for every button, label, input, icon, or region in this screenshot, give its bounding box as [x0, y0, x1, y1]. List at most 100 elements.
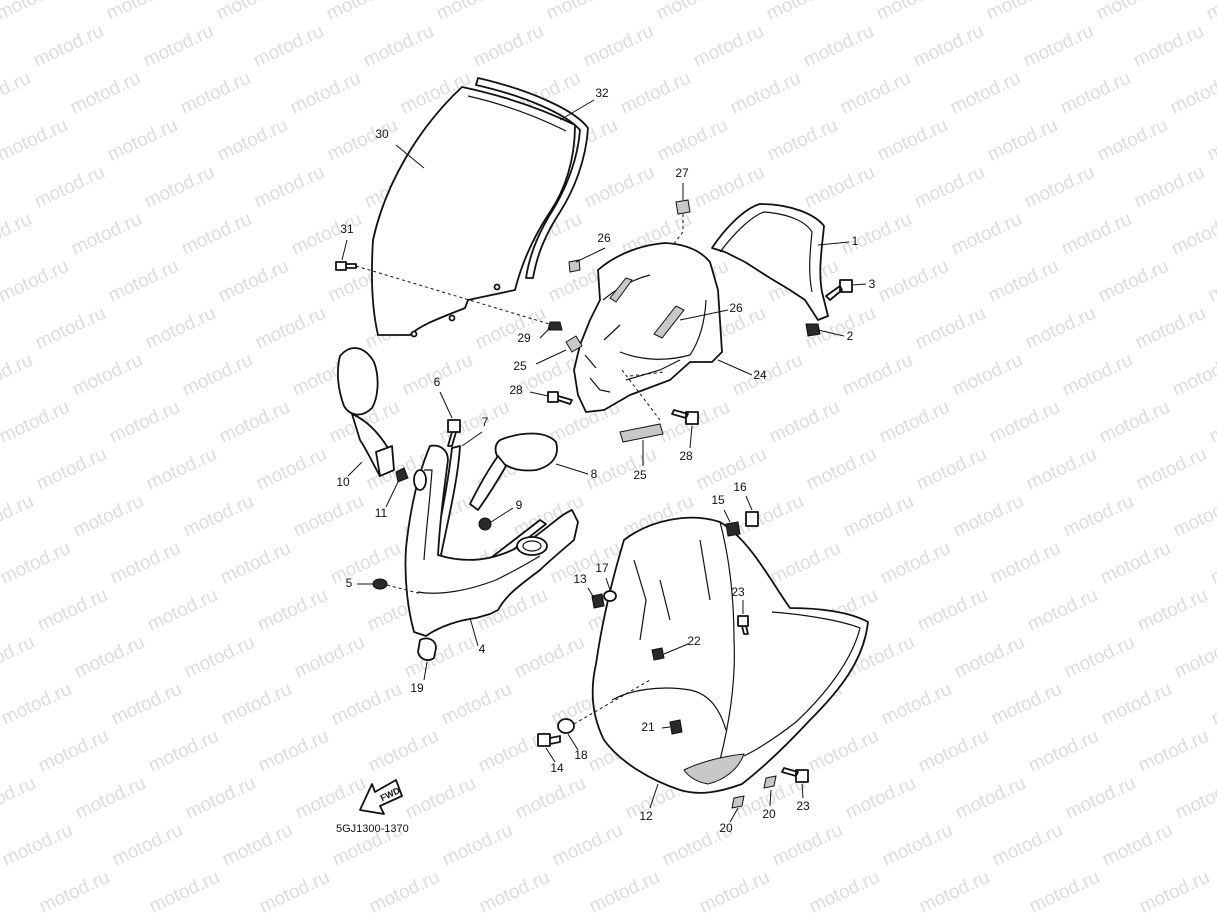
watermark-text: motod.ru — [1094, 115, 1171, 166]
watermark-text: motod.ru — [1059, 350, 1136, 401]
callout-leader-line — [539, 327, 551, 339]
watermark-text: motod.ru — [950, 491, 1027, 542]
watermark-text: motod.ru — [1025, 726, 1102, 777]
watermark-text: motod.ru — [693, 444, 770, 495]
callout-label-c1: 1 — [852, 234, 859, 248]
callout-leader-line — [851, 283, 867, 286]
watermark-text: motod.ru — [103, 0, 180, 25]
watermark-text: motod.ru — [291, 632, 368, 683]
watermark-text: motod.ru — [0, 585, 1, 636]
watermark-text: motod.ru — [217, 538, 294, 589]
watermark-text: motod.ru — [983, 0, 1060, 25]
callout-leader-line — [745, 495, 753, 511]
watermark-text: motod.ru — [366, 867, 443, 913]
sponge-dashed-line — [621, 369, 665, 421]
callout-label-c23b: 23 — [796, 799, 810, 813]
clip-21-part — [669, 719, 683, 735]
callout-label-c7: 7 — [482, 415, 489, 429]
fwd-arrow-icon — [359, 779, 403, 815]
grommet-5-part — [372, 578, 388, 590]
callout-leader-line — [729, 807, 739, 823]
front-cowling-edge-line — [417, 555, 541, 594]
callout-leader-line — [385, 481, 399, 508]
watermark-text: motod.ru — [254, 585, 331, 636]
watermark-text: motod.ru — [476, 867, 553, 913]
lower-cowling-frame-line — [633, 539, 711, 641]
callout-label-c23a: 23 — [731, 585, 745, 599]
callout-leader-line — [661, 726, 671, 729]
watermark-text: motod.ru — [842, 773, 919, 824]
watermark-text: motod.ru — [986, 397, 1063, 448]
diagram-code: 5GJ1300-1370 — [336, 823, 409, 835]
watermark-text: motod.ru — [985, 256, 1062, 307]
callout-label-c27: 27 — [675, 166, 689, 180]
watermark-text: motod.ru — [766, 397, 843, 448]
cover-bracket-part — [711, 203, 829, 321]
watermark-text: motod.ru — [988, 679, 1065, 730]
watermark-text: motod.ru — [805, 726, 882, 777]
watermark-text: motod.ru — [401, 632, 478, 683]
watermark-text: motod.ru — [143, 444, 220, 495]
watermark-text: motod.ru — [324, 115, 401, 166]
watermark-text: motod.ru — [769, 820, 846, 871]
watermark-text: motod.ru — [0, 209, 35, 260]
damper-18-part — [557, 718, 575, 734]
callout-label-c28b: 28 — [679, 449, 693, 463]
screw-23-part — [737, 615, 749, 635]
watermark-text: motod.ru — [1203, 0, 1217, 25]
watermark-text: motod.ru — [218, 679, 295, 730]
callout-leader-line — [395, 144, 425, 169]
bolt-3-part — [825, 279, 853, 301]
watermark-text: motod.ru — [1204, 115, 1217, 166]
watermark-text: motod.ru — [215, 256, 292, 307]
watermark-text: motod.ru — [952, 773, 1029, 824]
watermark-text: motod.ru — [873, 0, 950, 25]
callouts: 1234567891011121314151617181920202122232… — [336, 86, 875, 835]
watermark-text: motod.ru — [250, 21, 327, 72]
inner-panel-fold-line — [584, 354, 611, 393]
watermark-text: motod.ru — [1172, 773, 1217, 824]
watermark-text: motod.ru — [0, 632, 38, 683]
watermark-text: motod.ru — [214, 115, 291, 166]
washer-17-part — [603, 590, 617, 602]
watermark-text: motod.ru — [180, 491, 257, 542]
callout-label-c19: 19 — [410, 681, 424, 695]
watermark-text: motod.ru — [72, 773, 149, 824]
lower-cowling-vent — [683, 753, 745, 785]
callout-label-c17: 17 — [595, 561, 609, 575]
windshield-trim-part — [475, 77, 589, 279]
watermark-text: motod.ru — [253, 444, 330, 495]
callout-leader-line — [689, 425, 693, 449]
watermark-text: motod.ru — [470, 21, 547, 72]
callout-label-c31: 31 — [340, 222, 354, 236]
watermark-text: motod.ru — [916, 867, 993, 913]
watermark-text: motod.ru — [0, 491, 37, 542]
callout-leader-line — [575, 247, 606, 263]
grommet-5-dashed-line — [386, 584, 423, 595]
watermark-text: motod.ru — [1026, 867, 1103, 913]
watermark-text: motod.ru — [1057, 68, 1134, 119]
screw-31-part — [335, 261, 357, 271]
watermark-text: motod.ru — [106, 397, 183, 448]
watermark-text: motod.ru — [35, 726, 112, 777]
watermark-text: motod.ru — [987, 538, 1064, 589]
lower-cowling-side-line — [719, 521, 735, 761]
left-mirror-base-part — [375, 445, 395, 477]
pad-26-part — [609, 277, 633, 303]
front-cowling-vent-inner — [522, 540, 542, 552]
watermark-text: motod.ru — [729, 350, 806, 401]
watermark-text: motod.ru — [914, 585, 991, 636]
watermark-text: motod.ru — [1167, 68, 1217, 119]
front-cowling-hole — [413, 469, 427, 491]
watermark-text: motod.ru — [108, 679, 185, 730]
watermark-text: motod.ru — [287, 68, 364, 119]
right-mirror-stem-part — [469, 455, 507, 511]
watermark-text: motod.ru — [549, 820, 626, 871]
alignment-dashed-line — [355, 265, 557, 327]
pad-27-dashed-line — [671, 214, 684, 247]
watermark-text: motod.ru — [910, 21, 987, 72]
windshield-hole — [448, 314, 456, 322]
front-cowling-inner-line — [423, 469, 433, 561]
watermark-text: motod.ru — [0, 820, 76, 871]
watermark-text: motod.ru — [767, 538, 844, 589]
